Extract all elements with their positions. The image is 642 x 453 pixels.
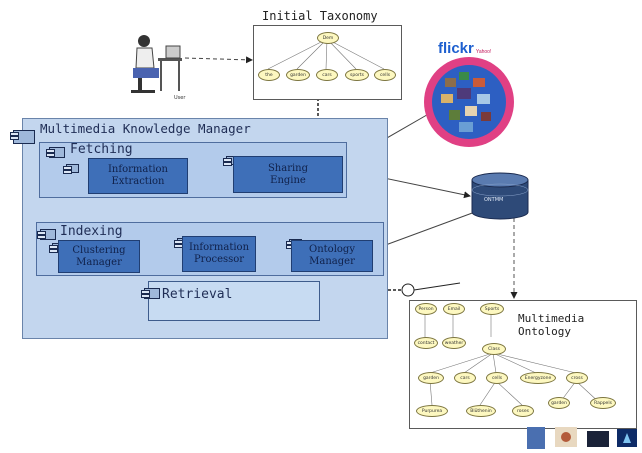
ontology-node: cells (486, 372, 508, 384)
mkm-title: Multimedia Knowledge Manager (40, 121, 251, 136)
component-icon (10, 130, 35, 144)
taxonomy-tree-lines (267, 38, 385, 70)
ontology-node: Class (482, 343, 506, 355)
ontology-manager-component[interactable]: Ontology Manager (291, 240, 373, 272)
component-icon (37, 229, 56, 240)
ontology-node: roses (512, 405, 534, 417)
ontology-node: Rappels (590, 397, 616, 409)
ontology-node: weather (442, 337, 466, 349)
ontology-node: cross (566, 372, 588, 384)
ontology-node: garden (548, 397, 570, 409)
photo-collection-icon (424, 57, 514, 147)
multimedia-ontology-box: Person Email Sports contact weather Clas… (409, 300, 637, 429)
ontology-node: Person (415, 303, 437, 315)
ontology-database (470, 172, 530, 220)
media-thumbnails (525, 425, 637, 449)
retrieval-title: Retrieval (162, 287, 233, 302)
ontology-node: Energyzone (520, 372, 556, 384)
database-label: ONTMM (484, 197, 504, 203)
ontology-node: Sports (480, 303, 504, 315)
component-icon (63, 164, 79, 174)
initial-taxonomy-title: Initial Taxonomy (262, 9, 378, 23)
ontology-node: Email (443, 303, 465, 315)
clustering-manager-component[interactable]: Clustering Manager (58, 240, 140, 273)
media-thumbnail-icons (527, 427, 637, 449)
indexing-title: Indexing (60, 224, 123, 239)
flickr-wordmark: flickr (438, 40, 474, 57)
taxonomy-node: sports (345, 69, 369, 81)
taxonomy-root-node: Dem (317, 32, 339, 44)
ontology-node: garden (418, 372, 444, 384)
user-label: User (174, 95, 186, 101)
component-icon (46, 147, 65, 158)
multimedia-ontology-title: Multimedia Ontology (518, 312, 585, 338)
taxonomy-node: garden (286, 69, 310, 81)
component-icon (223, 156, 239, 166)
information-extraction-component[interactable]: Information Extraction (88, 158, 188, 194)
taxonomy-node: the (258, 69, 280, 81)
flickr-photo-circle (423, 56, 515, 148)
information-processor-component[interactable]: Information Processor (182, 236, 256, 272)
taxonomy-node: cells (374, 69, 396, 81)
ontology-node: Blüthenin (466, 405, 496, 417)
sharing-engine-component[interactable]: Sharing Engine (233, 156, 343, 193)
user-at-desk-icon (131, 35, 182, 93)
user-figure (128, 32, 184, 102)
ontology-node: cars (454, 372, 476, 384)
ontology-node: Purpurea (416, 405, 448, 417)
fetching-title: Fetching (70, 142, 133, 157)
component-icon (141, 288, 160, 299)
retrieval-module (148, 281, 320, 321)
initial-taxonomy-box: Dem the garden cars sports cells (253, 25, 402, 100)
database-cylinder-icon (471, 172, 529, 220)
ontology-node: contact (414, 337, 438, 349)
taxonomy-node: cars (316, 69, 338, 81)
flickr-tagline: Yahoo! (475, 49, 492, 55)
